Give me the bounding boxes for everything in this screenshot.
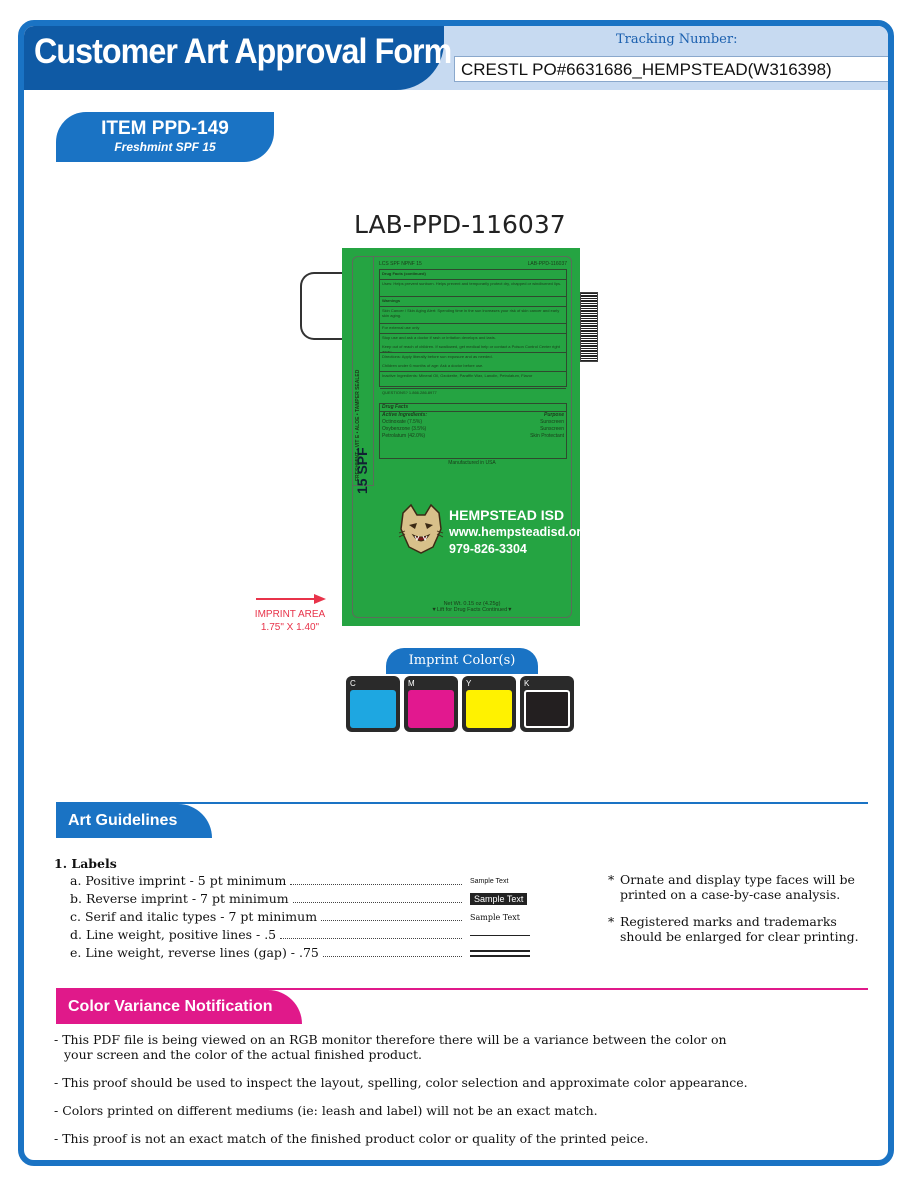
fact-row: Directions: Apply liberally before sun e… bbox=[382, 354, 493, 359]
lift-note: ▼Lift for Drug Facts Continued▼ bbox=[431, 607, 513, 613]
guideline-item: c. Serif and italic types - 7 pt minimum bbox=[70, 909, 318, 924]
swatch-fill bbox=[408, 690, 454, 728]
fact-row: Inactive Ingredients: Mineral Oil, Ozoke… bbox=[382, 373, 533, 378]
form-title: Customer Art Approval Form bbox=[34, 32, 452, 71]
swatch-label: M bbox=[408, 679, 415, 688]
guideline-samples: Sample Text Sample Text Sample Text bbox=[470, 872, 532, 962]
lab-code: LAB-PPD-116037 bbox=[354, 210, 566, 239]
swatch-magenta: M bbox=[404, 676, 458, 732]
sample-text: Sample Text bbox=[470, 893, 528, 905]
fact-row: Keep out of reach of children. If swallo… bbox=[382, 344, 560, 352]
sample-positive: Sample Text bbox=[470, 872, 532, 890]
tracking-label: Tracking Number: bbox=[616, 32, 738, 47]
wildcat-mascot-icon bbox=[398, 503, 444, 554]
drug-facts-continued: Drug Facts (continued) Uses: Helps preve… bbox=[379, 269, 567, 395]
drug-facts-box: Drug Facts Active Ingredients: Purpose O… bbox=[379, 403, 567, 459]
fact-row: Stop use and ask a doctor if rash or irr… bbox=[382, 335, 496, 340]
variance-paragraph: - This PDF file is being viewed on an RG… bbox=[54, 1032, 727, 1062]
color-variance-notes: - This PDF file is being viewed on an RG… bbox=[54, 1032, 754, 1159]
form-frame: Customer Art Approval Form Tracking Numb… bbox=[18, 20, 894, 1166]
school-imprint: HEMPSTEAD ISD www.hempsteadisd.org 979-8… bbox=[449, 507, 589, 558]
active-name: Octinoxate (7.5%) bbox=[382, 419, 423, 425]
sample-reverse: Sample Text bbox=[470, 890, 532, 908]
swatch-label: Y bbox=[466, 679, 472, 688]
art-guidelines-rule bbox=[56, 802, 868, 804]
item-code: ITEM PPD-149 bbox=[101, 118, 229, 139]
sample-reverse-line bbox=[470, 944, 532, 962]
tracking-number-field: CRESTL PO#6631686_HEMPSTEAD(W316398) bbox=[454, 56, 888, 82]
active-name: Oxybenzone (3.5%) bbox=[382, 426, 427, 432]
swatch-yellow: Y bbox=[462, 676, 516, 732]
made-in-usa: Manufactured in USA bbox=[448, 460, 496, 466]
label-small-header: LCS SPF NPNF 15 LAB-PPD-116037 bbox=[379, 261, 567, 267]
color-variance-rule bbox=[56, 988, 868, 990]
active-ingredients-header: Active Ingredients: bbox=[382, 412, 428, 418]
fact-row: Warnings bbox=[382, 298, 401, 303]
fact-row: QUESTIONS? 1.866.286.8977 bbox=[382, 390, 437, 395]
guideline-note: Registered marks and trademarks should b… bbox=[620, 914, 859, 944]
spf-label: 15 SPF bbox=[354, 447, 370, 494]
barcode bbox=[580, 292, 598, 362]
label-inner-border: FRESHMINT • VIT E • ALOE • TAMPER SEALED… bbox=[352, 256, 589, 618]
school-phone: 979-826-3304 bbox=[449, 542, 527, 556]
fact-row: Uses: Helps prevent sunburn. Helps preve… bbox=[382, 281, 562, 286]
school-url: www.hempsteadisd.org bbox=[449, 525, 589, 539]
net-weight: Net Wt. 0.15 oz (4.25g) ▼Lift for Drug F… bbox=[379, 601, 565, 613]
small-header-left: LCS SPF NPNF 15 bbox=[379, 261, 422, 267]
swatch-label: C bbox=[350, 679, 356, 688]
fact-row: For external use only bbox=[382, 325, 420, 330]
swatch-fill bbox=[466, 690, 512, 728]
title-bar: Customer Art Approval Form bbox=[24, 26, 452, 90]
guideline-notes: *Ornate and display type faces will be p… bbox=[608, 872, 878, 956]
active-purpose: Skin Protectant bbox=[530, 433, 564, 439]
arrow-right-icon bbox=[256, 594, 326, 604]
swatch-cyan: C bbox=[346, 676, 400, 732]
swatch-fill bbox=[524, 690, 570, 728]
sample-text: Sample Text bbox=[470, 877, 509, 885]
variance-paragraph: - This proof should be used to inspect t… bbox=[54, 1075, 748, 1090]
fact-row: Skin Cancer / Skin Aging Alert: Spending… bbox=[382, 308, 560, 318]
guideline-item: a. Positive imprint - 5 pt minimum bbox=[70, 873, 287, 888]
guideline-item: e. Line weight, reverse lines (gap) - .7… bbox=[70, 945, 319, 960]
label-proof: FRESHMINT • VIT E • ALOE • TAMPER SEALED… bbox=[342, 248, 589, 626]
item-name: Freshmint SPF 15 bbox=[114, 140, 216, 154]
imprint-area-label: IMPRINT AREA bbox=[254, 609, 326, 620]
imprint-color-swatches: C M Y K bbox=[346, 676, 574, 732]
guideline-item: b. Reverse imprint - 7 pt minimum bbox=[70, 891, 289, 906]
swatch-label: K bbox=[524, 679, 530, 688]
school-name: HEMPSTEAD ISD bbox=[449, 507, 565, 523]
imprint-colors-title: Imprint Color(s) bbox=[386, 648, 538, 674]
labels-heading: 1. Labels bbox=[54, 856, 117, 871]
form-header: Customer Art Approval Form Tracking Numb… bbox=[24, 26, 888, 90]
guideline-list: a. Positive imprint - 5 pt minimum b. Re… bbox=[70, 872, 466, 962]
fact-row: Drug Facts (continued) bbox=[382, 271, 426, 276]
imprint-area-note: IMPRINT AREA 1.75" X 1.40" bbox=[234, 608, 346, 634]
color-variance-title: Color Variance Notification bbox=[56, 990, 302, 1024]
small-header-right: LAB-PPD-116037 bbox=[527, 261, 567, 267]
sample-text: Sample Text bbox=[470, 912, 520, 922]
guideline-item: d. Line weight, positive lines - .5 bbox=[70, 927, 277, 942]
guideline-note: Ornate and display type faces will be pr… bbox=[620, 872, 855, 902]
drug-facts-title: Drug Facts bbox=[382, 404, 409, 410]
active-name: Petrolatum (42.0%) bbox=[382, 433, 426, 439]
swatch-fill bbox=[350, 690, 396, 728]
imprint-area-size: 1.75" X 1.40" bbox=[260, 622, 320, 633]
item-tab: ITEM PPD-149 Freshmint SPF 15 bbox=[56, 112, 274, 162]
vertical-strip: FRESHMINT • VIT E • ALOE • TAMPER SEALED bbox=[353, 257, 374, 486]
label-tab-outline bbox=[300, 272, 358, 340]
swatch-black: K bbox=[520, 676, 574, 732]
art-guidelines-title: Art Guidelines bbox=[56, 804, 212, 838]
active-purpose: Sunscreen bbox=[540, 419, 564, 425]
net-weight-text: Net Wt. 0.15 oz (4.25g) bbox=[443, 601, 501, 607]
fact-row: Children under 6 months of age: Ask a do… bbox=[382, 363, 484, 368]
purpose-header: Purpose bbox=[543, 412, 564, 418]
sample-serif: Sample Text bbox=[470, 908, 532, 926]
sample-positive-line bbox=[470, 926, 532, 944]
variance-paragraph: - Colors printed on different mediums (i… bbox=[54, 1103, 598, 1118]
variance-paragraph: - This proof is not an exact match of th… bbox=[54, 1131, 649, 1146]
active-purpose: Sunscreen bbox=[540, 426, 564, 432]
